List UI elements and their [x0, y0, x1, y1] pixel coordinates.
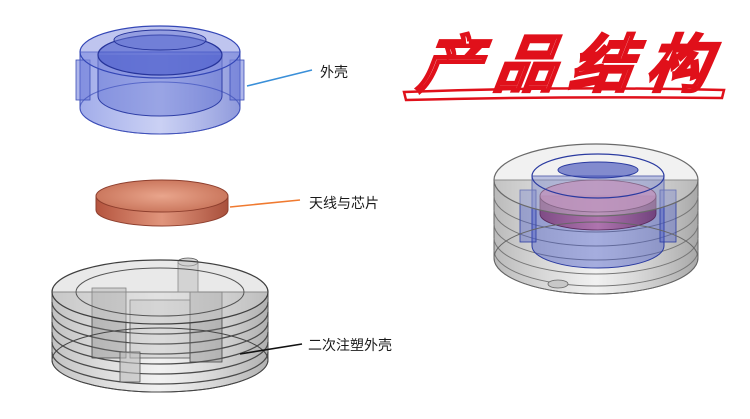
overmold-leader-line	[239, 343, 303, 355]
overmold-shell-part	[51, 257, 269, 393]
antenna-chip-leader-line	[229, 199, 301, 208]
shell-label: 外壳	[320, 65, 348, 81]
title-underline	[402, 87, 726, 102]
antenna-chip-label: 天线与芯片	[309, 196, 379, 212]
shell-leader-line	[246, 69, 313, 87]
title-block: 产品结构	[398, 8, 730, 104]
assembled-product	[493, 143, 699, 295]
antenna-chip-part	[95, 179, 229, 227]
shell-part	[75, 25, 245, 135]
page-title: 产品结构	[413, 27, 730, 103]
overmold-shell-label: 二次注塑外壳	[308, 338, 392, 354]
